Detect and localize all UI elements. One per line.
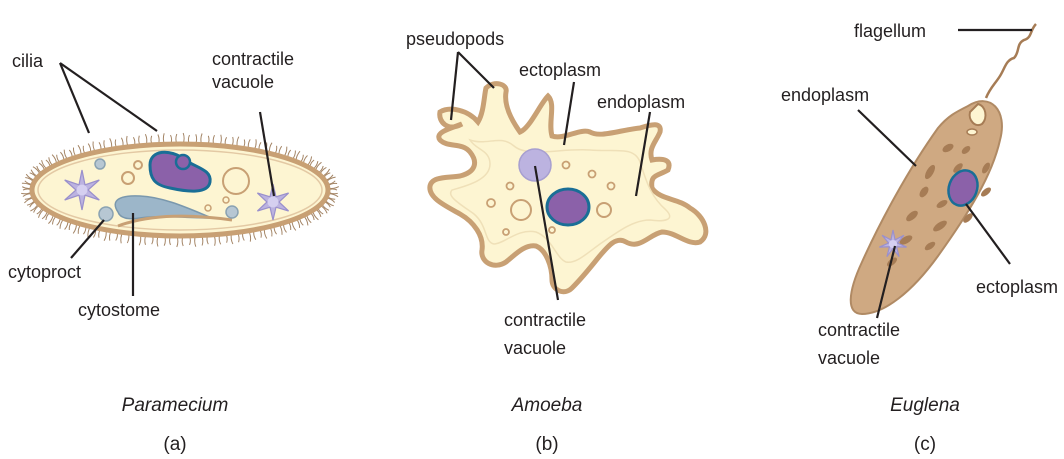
ectoplasm-leader [966, 204, 1010, 264]
ectoplasm-label: ectoplasm [976, 277, 1058, 297]
food-vacuole [507, 183, 514, 190]
flagellum-label: flagellum [854, 21, 926, 41]
euglena-flagellum [986, 24, 1036, 98]
pseudopods-label: pseudopods [406, 29, 504, 49]
food-vacuole [205, 205, 211, 211]
cilia-label: cilia [12, 51, 44, 71]
amoeba-nucleus [547, 189, 589, 225]
food-vacuole [122, 172, 134, 184]
food-vacuole [487, 199, 495, 207]
food-vacuole [226, 206, 238, 218]
food-vacuole [549, 227, 555, 233]
food-vacuole [223, 168, 249, 194]
amoeba-contractile-vacuole [519, 149, 551, 181]
food-vacuole [563, 162, 570, 169]
organism-name-amoeba: Amoeba [511, 395, 583, 416]
food-vacuole [134, 161, 142, 169]
food-vacuole [511, 200, 531, 220]
endoplasm-leader [858, 110, 916, 166]
contractile-vacuole-center [77, 185, 88, 196]
endoplasm-label: endoplasm [597, 92, 685, 112]
paramecium-micronucleus [176, 155, 190, 169]
food-vacuole [503, 229, 509, 235]
euglena-panel: flagellum endoplasm ectoplasm contractil… [781, 21, 1058, 455]
contractile-vacuole-center [268, 197, 279, 208]
food-vacuole [589, 171, 596, 178]
food-vacuole [597, 203, 611, 217]
cytoproct-label: cytoproct [8, 262, 81, 282]
panel-letter-a: (a) [163, 434, 186, 455]
panel-letter-b: (b) [535, 434, 558, 455]
pseudopods-leader [458, 52, 494, 88]
endoplasm-label: endoplasm [781, 85, 869, 105]
cytostome-label: cytostome [78, 300, 160, 320]
euglena-eyespot [967, 129, 977, 135]
food-vacuole [608, 183, 615, 190]
ectoplasm-label: ectoplasm [519, 60, 601, 80]
food-vacuole [95, 159, 105, 169]
organism-name-paramecium: Paramecium [122, 395, 229, 416]
organism-name-euglena: Euglena [890, 395, 960, 416]
cytoproct-vacuole [99, 207, 113, 221]
panel-letter-c: (c) [914, 434, 936, 455]
food-vacuole [223, 197, 229, 203]
amoeba-panel: pseudopods ectoplasm endoplasm contracti… [406, 29, 706, 455]
